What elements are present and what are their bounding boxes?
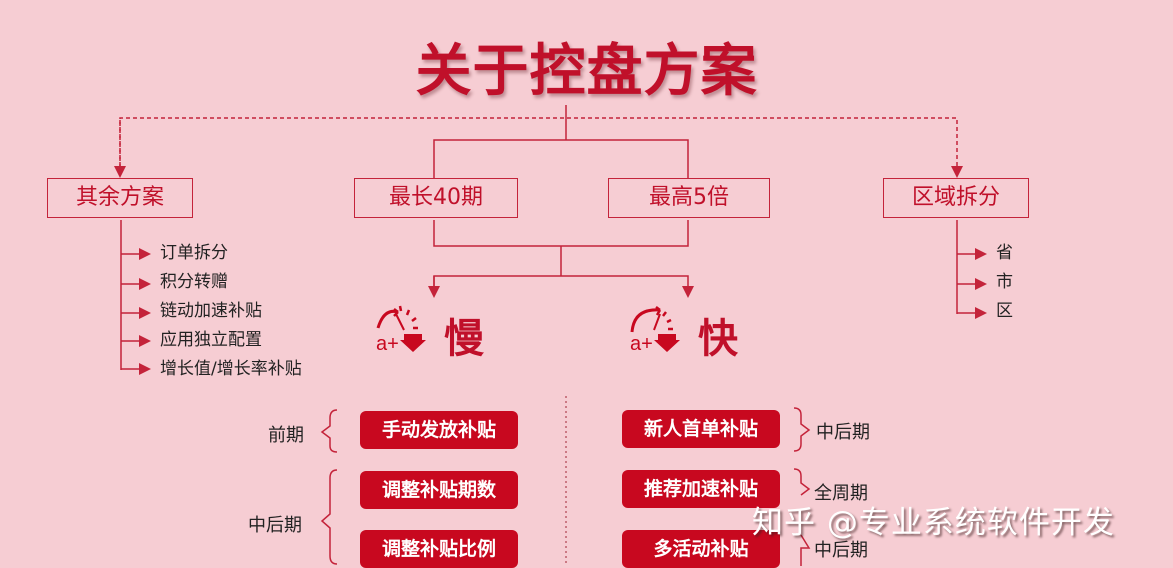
list-item: 省 bbox=[996, 243, 1013, 263]
list-item: 应用独立配置 bbox=[160, 330, 262, 350]
speed-slow-label: 慢 bbox=[444, 316, 484, 362]
list-item: 订单拆分 bbox=[160, 243, 228, 263]
list-item: 链动加速补贴 bbox=[160, 301, 262, 321]
fast-tactic-pill: 推荐加速补贴 bbox=[622, 470, 780, 508]
watermark: 知乎 @专业系统软件开发 bbox=[752, 505, 1115, 541]
slow-tactic-pill: 调整补贴比例 bbox=[360, 530, 518, 568]
fast-tactic-pill: 新人首单补贴 bbox=[622, 410, 780, 448]
phase-label: 中后期 bbox=[816, 422, 870, 443]
speed-fast-label: 快 bbox=[698, 316, 738, 362]
list-item: 增长值/增长率补贴 bbox=[160, 359, 302, 379]
phase-label: 全周期 bbox=[814, 483, 868, 504]
svg-text:a+: a+ bbox=[376, 333, 399, 355]
list-item: 区 bbox=[996, 301, 1013, 321]
other-plans-list: 订单拆分 积分转赠 链动加速补贴 应用独立配置 增长值/增长率补贴 bbox=[160, 239, 302, 384]
fast-tactic-pill: 多活动补贴 bbox=[622, 530, 780, 568]
node-max-periods: 最长40期 bbox=[354, 178, 518, 218]
phase-label: 中后期 bbox=[814, 540, 868, 561]
node-max-multiple: 最高5倍 bbox=[608, 178, 770, 218]
slow-tactic-pill: 调整补贴期数 bbox=[360, 471, 518, 509]
node-other-plans: 其余方案 bbox=[47, 178, 193, 218]
node-region-split: 区域拆分 bbox=[883, 178, 1029, 218]
svg-text:a+: a+ bbox=[630, 333, 653, 355]
page-title: 关于控盘方案 bbox=[415, 39, 758, 104]
phase-label: 前期 bbox=[268, 425, 304, 446]
list-item: 市 bbox=[996, 272, 1013, 292]
speedometer-icon: a+ bbox=[374, 302, 434, 356]
slow-tactic-pill: 手动发放补贴 bbox=[360, 411, 518, 449]
list-item: 积分转赠 bbox=[160, 272, 228, 292]
speedometer-icon: a+ bbox=[628, 302, 688, 356]
phase-label: 中后期 bbox=[248, 515, 302, 536]
region-list: 省 市 区 bbox=[996, 239, 1013, 326]
